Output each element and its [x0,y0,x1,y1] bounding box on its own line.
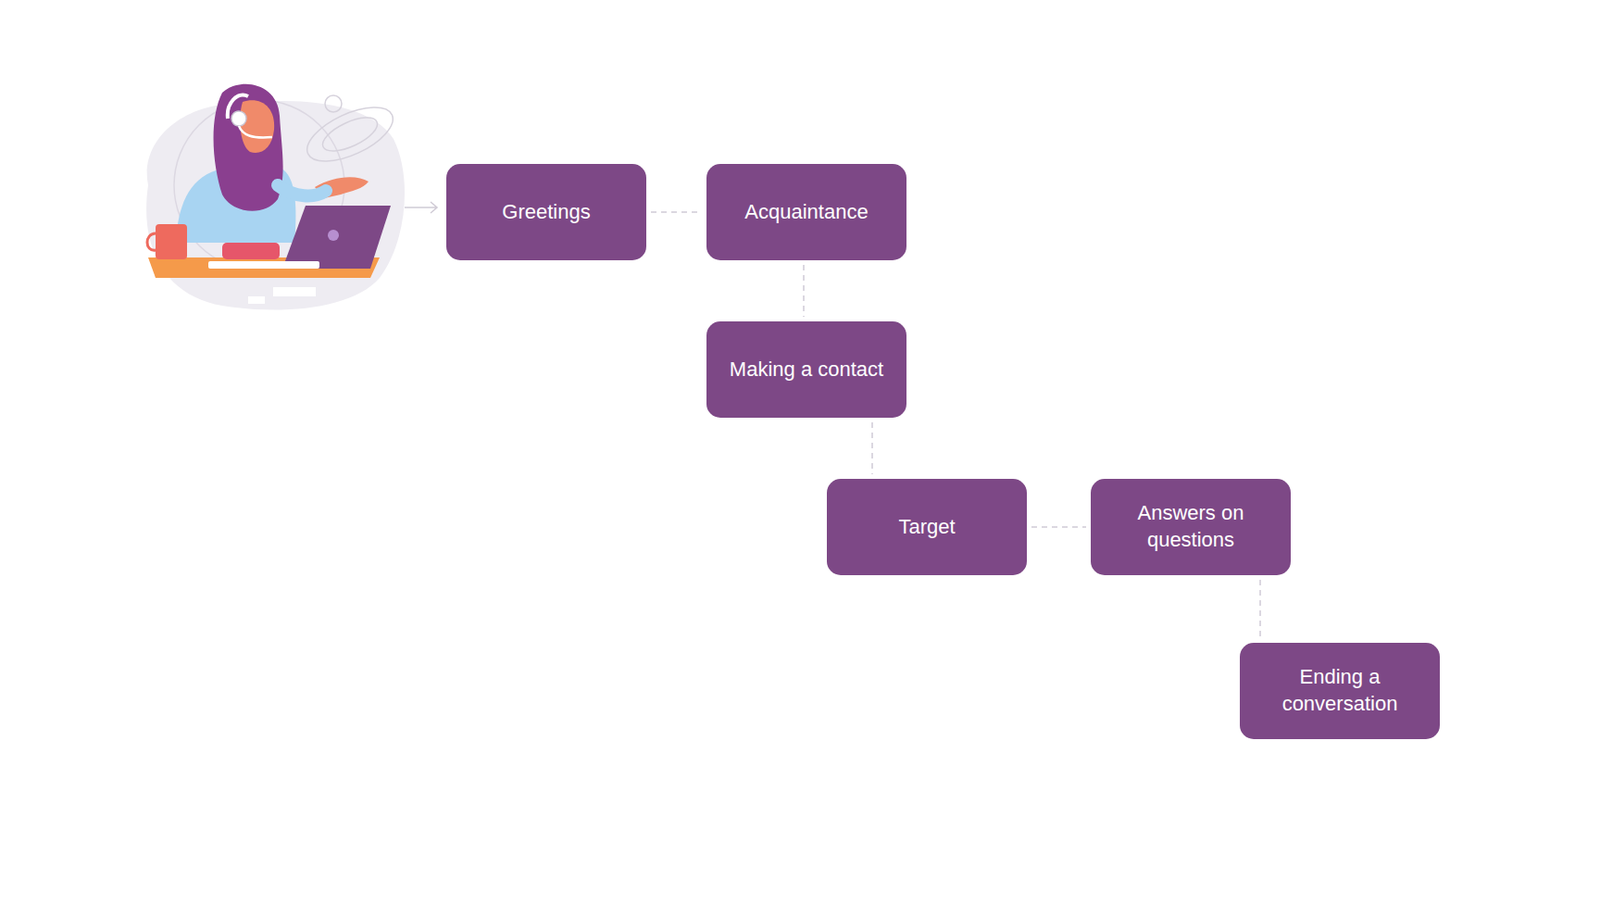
box-label: Answers on questions [1101,500,1280,553]
process-box: Answers on questions [1090,478,1291,575]
headset-mic [238,125,273,138]
dashed-connector [871,422,874,475]
operator-illustration [146,84,405,311]
desk-leg [248,296,265,304]
process-box: Making a contact [706,321,907,418]
process-box: Target [826,478,1027,575]
desk-leg [273,287,316,297]
arm [277,185,326,196]
keyboard [222,242,280,260]
orbit-dot [325,95,342,113]
dashed-connector [650,211,702,213]
box-label: Making a contact [729,356,884,384]
orbit [318,111,383,159]
face [239,100,275,153]
mug [155,224,188,260]
dashed-connector [1259,579,1262,638]
dashed-connector [1031,525,1087,528]
mug-handle [147,233,156,250]
hair [213,84,284,212]
laptop [282,205,391,269]
box-label: Ending a conversation [1250,663,1429,717]
intro-arrow [404,201,438,213]
box-label: Target [898,513,955,541]
headset-ear [231,111,247,126]
process-box: Greetings [446,163,647,261]
orbit [299,96,400,173]
process-box: Acquaintance [706,163,907,261]
box-label: Acquaintance [744,199,868,226]
papers [208,261,320,269]
process-box: Ending a conversation [1239,642,1440,739]
laptop-logo [327,229,339,241]
box-label: Greetings [501,199,590,226]
dashed-connector [802,264,805,317]
